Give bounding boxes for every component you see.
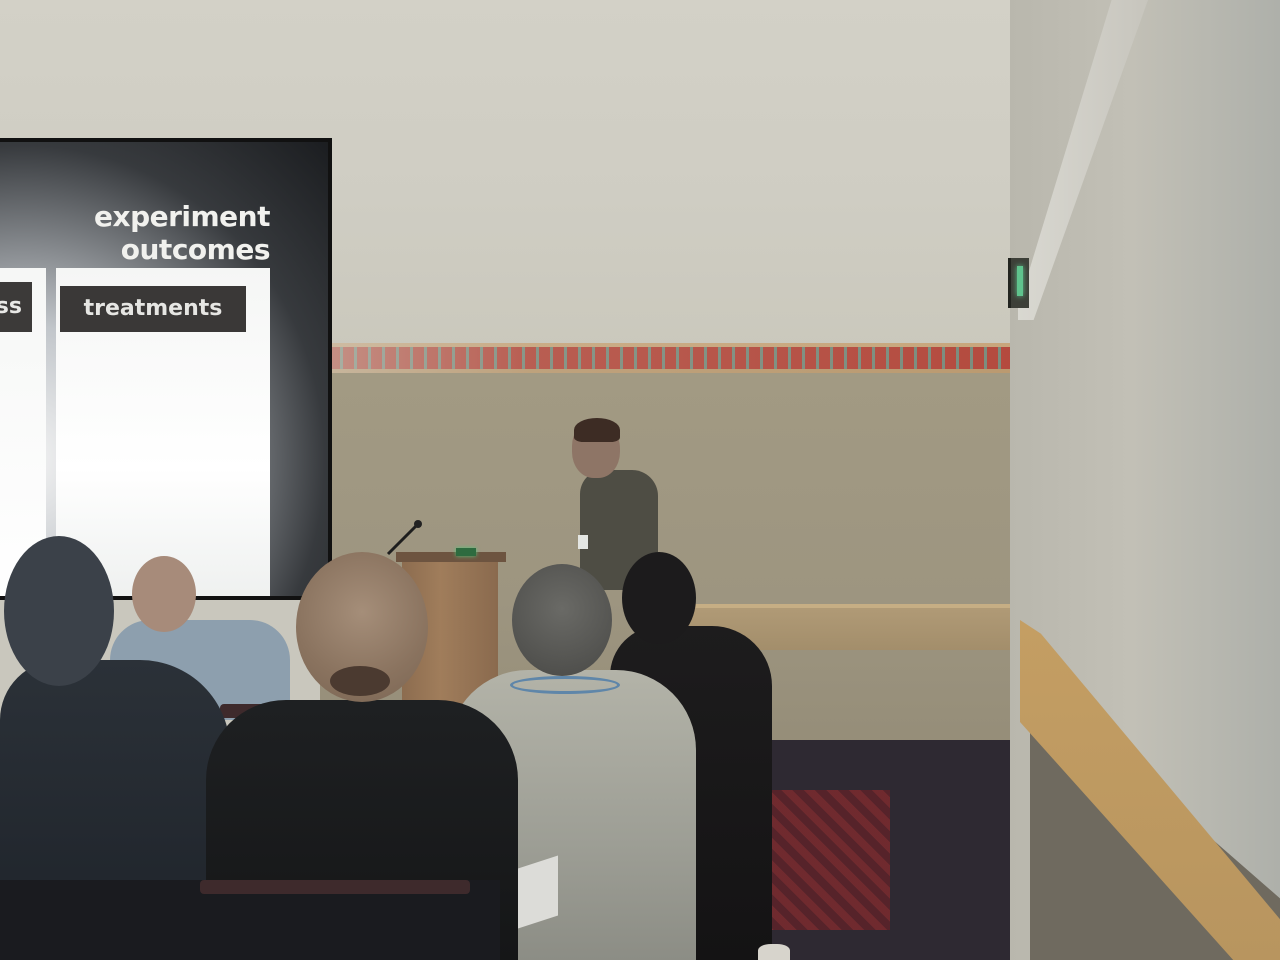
- podium-light: [456, 548, 476, 556]
- chair-rail-glare: [320, 343, 1020, 373]
- audience-member-dark-head: [622, 552, 696, 644]
- microphone-icon: [386, 520, 422, 556]
- projection-screen: experiment outcomes ss treatments: [0, 138, 332, 600]
- slide-title: experiment outcomes: [94, 200, 270, 266]
- slide-header-right: treatments: [60, 286, 246, 332]
- slide-header-left: ss: [0, 282, 32, 332]
- name-badge: [578, 535, 588, 549]
- podium-top: [396, 552, 506, 562]
- exit-sign-icon: [1008, 258, 1029, 308]
- audience-member-bald-head: [132, 556, 196, 632]
- slide-header-left-text: ss: [0, 294, 22, 319]
- audience-member-jacket-head: [512, 564, 612, 676]
- hair-bun: [330, 666, 390, 696]
- audience-member-left-head: [4, 536, 114, 686]
- cup: [758, 944, 790, 960]
- lanyard: [510, 676, 620, 694]
- presenter-hair: [574, 418, 620, 442]
- chair-back: [200, 880, 470, 894]
